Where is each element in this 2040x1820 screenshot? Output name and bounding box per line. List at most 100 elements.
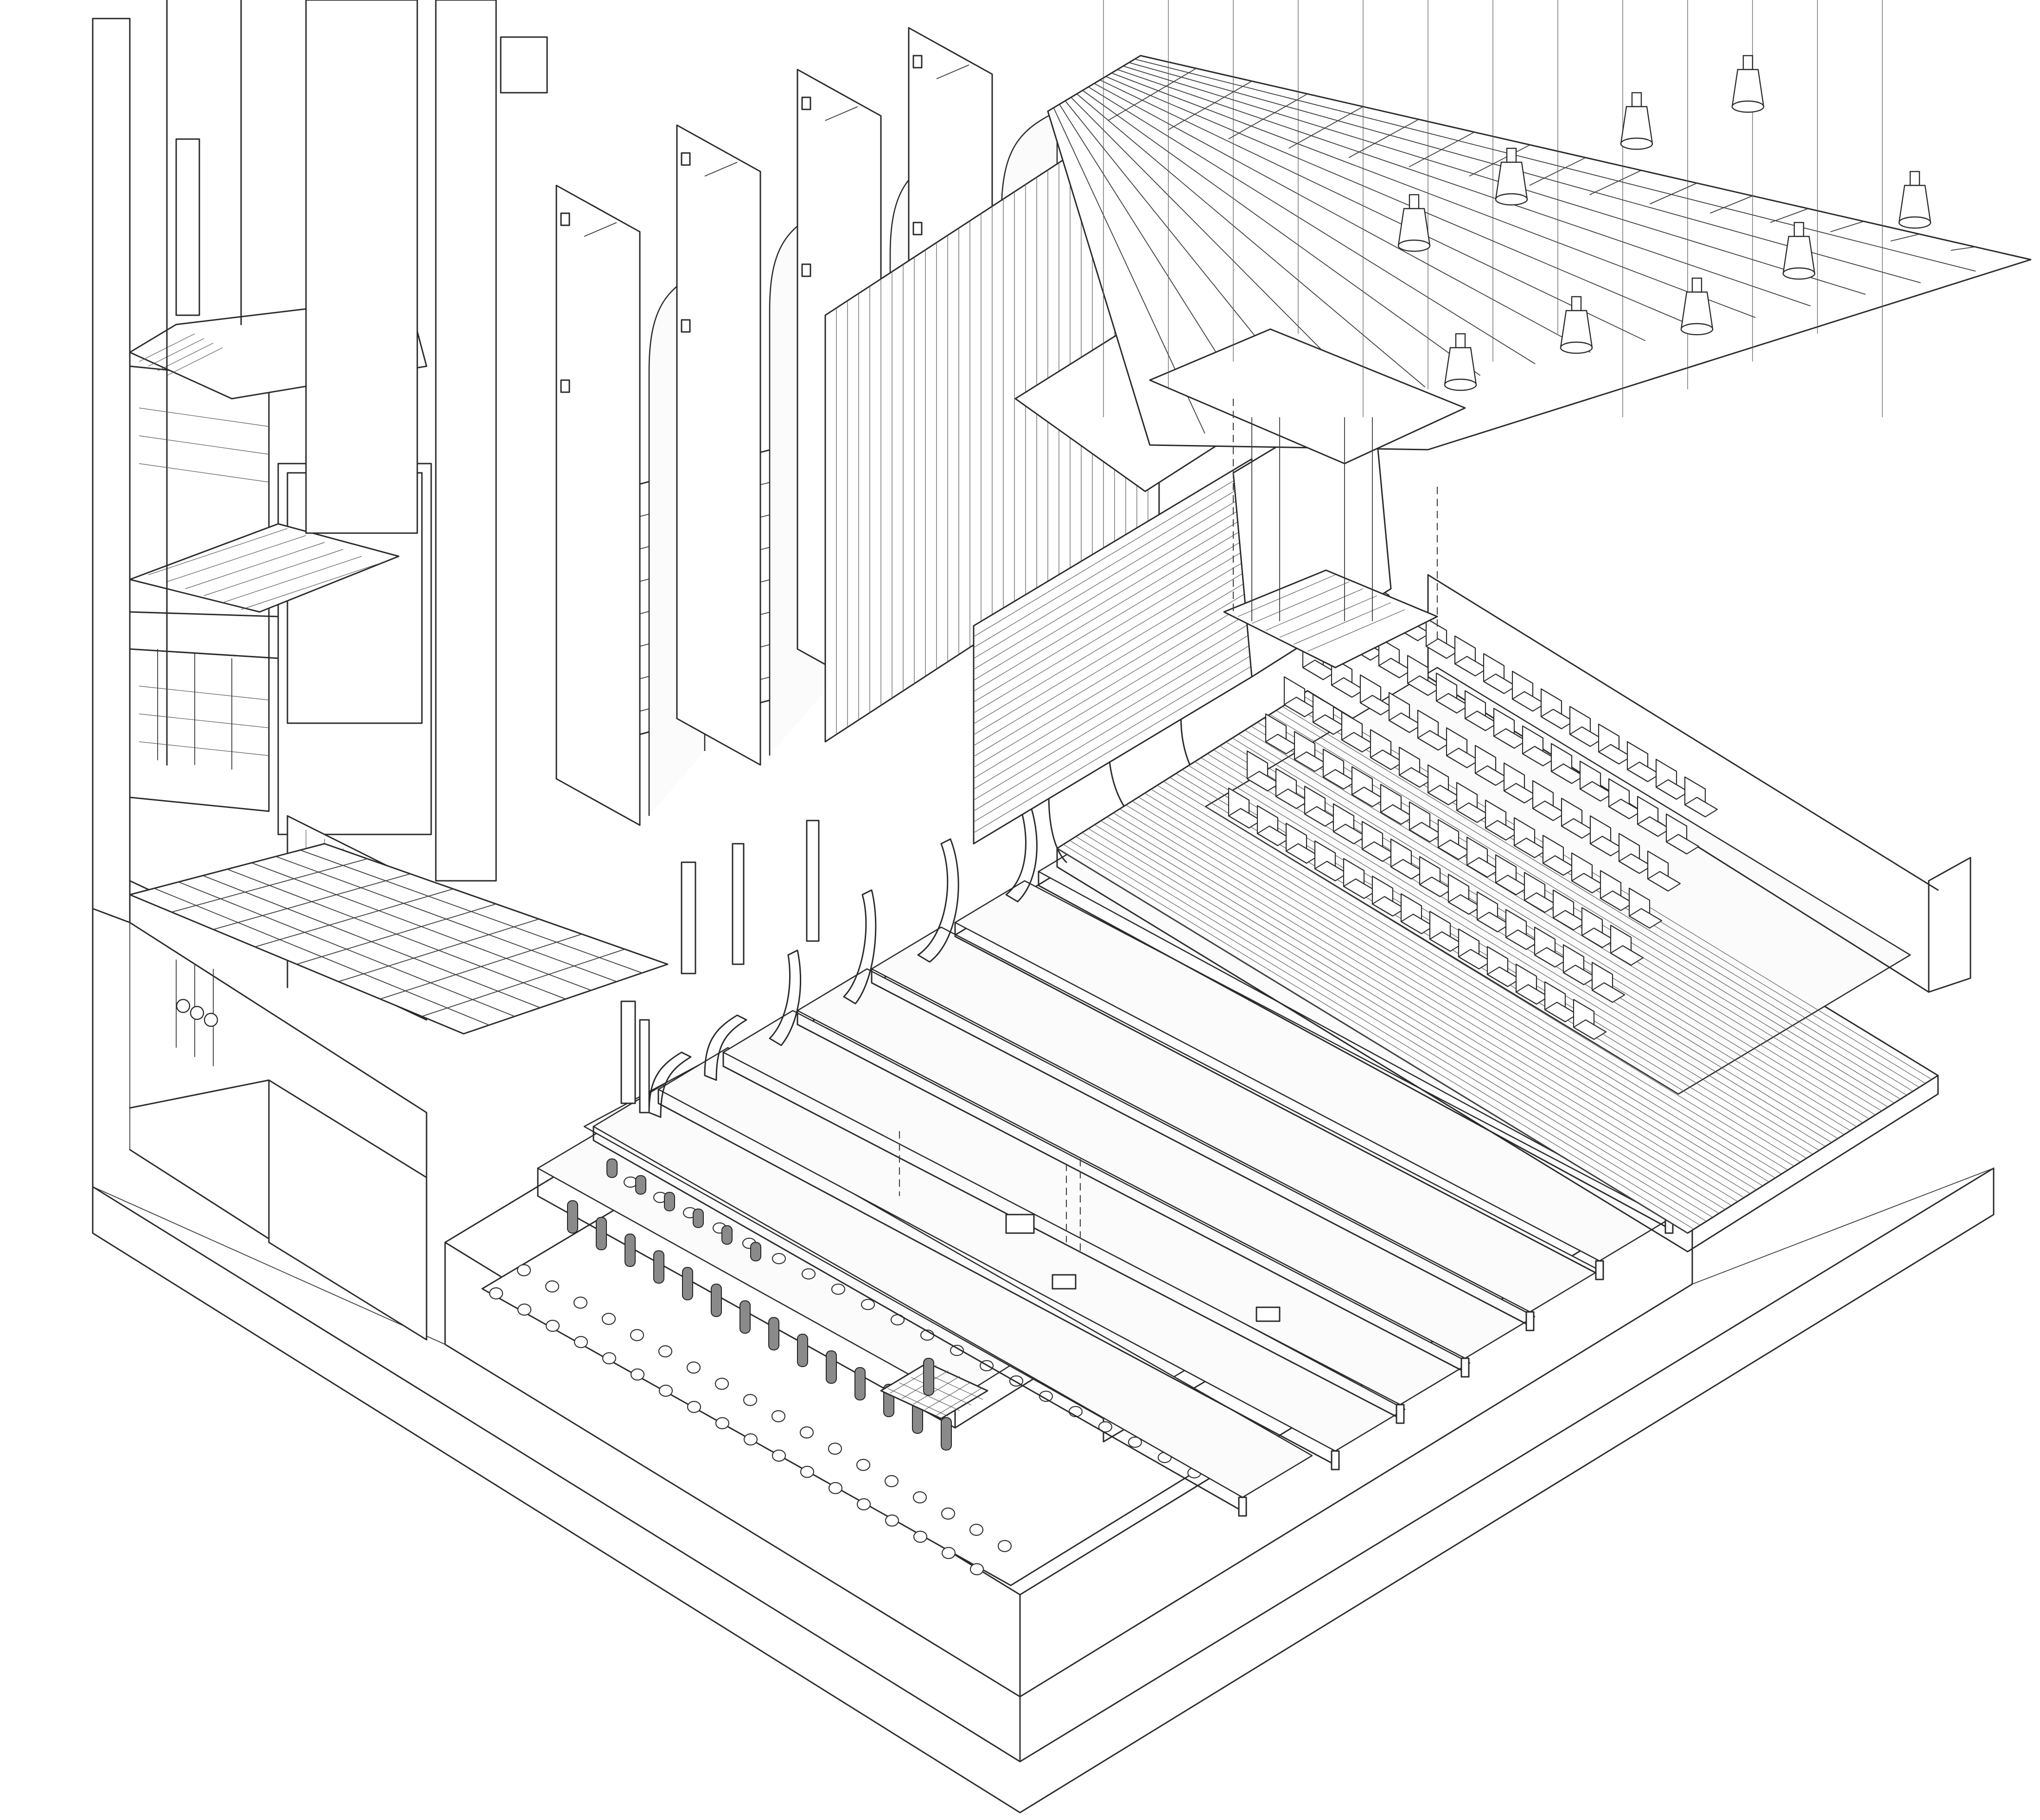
pile bbox=[596, 1217, 607, 1250]
flat-rod bbox=[584, 222, 617, 237]
platform-support bbox=[1525, 1311, 1535, 1331]
holes-front-row bbox=[489, 1264, 1012, 1576]
stage-light bbox=[1495, 193, 1528, 206]
hole bbox=[861, 1298, 875, 1311]
pile bbox=[653, 1250, 664, 1284]
flat-rod bbox=[704, 162, 738, 177]
hole bbox=[623, 1176, 638, 1188]
stage-light bbox=[1691, 277, 1702, 293]
pile bbox=[721, 1225, 733, 1245]
stage-light bbox=[1680, 323, 1714, 336]
hole bbox=[771, 1410, 786, 1423]
seat-pan bbox=[1647, 871, 1681, 892]
platform-tier bbox=[797, 968, 1536, 1359]
stage-light bbox=[1782, 267, 1816, 280]
stage-light bbox=[1444, 378, 1477, 391]
stage-light bbox=[1455, 333, 1466, 349]
hole bbox=[601, 1312, 616, 1325]
stage-light bbox=[1397, 239, 1431, 252]
rebar-mesh bbox=[880, 1358, 988, 1419]
hole bbox=[828, 1442, 842, 1455]
scenery-flat bbox=[676, 124, 761, 766]
hole bbox=[856, 1458, 871, 1471]
hole bbox=[912, 1491, 927, 1504]
left-tower bbox=[92, 0, 548, 1341]
stage-light bbox=[1571, 296, 1582, 312]
platform-support bbox=[1238, 1496, 1247, 1517]
hole bbox=[545, 1280, 560, 1293]
platform-tier bbox=[722, 1010, 1471, 1406]
pile bbox=[625, 1234, 636, 1267]
hole bbox=[573, 1296, 588, 1309]
hole bbox=[913, 1530, 928, 1543]
stage-light bbox=[1620, 137, 1653, 150]
hole bbox=[516, 1264, 531, 1277]
hole bbox=[941, 1507, 956, 1520]
dark-piles-row bbox=[567, 1158, 952, 1451]
dashed-guides bbox=[899, 399, 1438, 1252]
pile bbox=[711, 1284, 722, 1317]
hole bbox=[969, 1563, 984, 1576]
pile bbox=[567, 1200, 578, 1234]
hole bbox=[801, 1268, 816, 1280]
platform-tier bbox=[657, 1047, 1406, 1452]
seat-pan bbox=[1684, 796, 1718, 818]
stage-light bbox=[1742, 55, 1753, 70]
stage-light bbox=[1631, 92, 1642, 108]
flat-bracket bbox=[801, 96, 811, 110]
hole bbox=[771, 1449, 786, 1462]
hole bbox=[884, 1475, 899, 1488]
hole bbox=[997, 1540, 1012, 1553]
flat-bracket bbox=[801, 263, 811, 277]
stage-lights bbox=[1397, 55, 1932, 391]
hole bbox=[800, 1465, 815, 1478]
flat-rod bbox=[936, 64, 969, 79]
pile bbox=[750, 1242, 761, 1261]
pile bbox=[664, 1192, 675, 1211]
hole bbox=[1098, 1421, 1113, 1433]
ceiling-grid bbox=[1047, 55, 2032, 668]
stage-light bbox=[1506, 147, 1517, 163]
hole bbox=[630, 1368, 645, 1381]
flat-rod bbox=[825, 106, 858, 121]
platform-support bbox=[1460, 1357, 1470, 1378]
seat-pan bbox=[1665, 834, 1700, 855]
scenery-flat bbox=[555, 185, 641, 826]
stage-light bbox=[1898, 216, 1932, 229]
hole bbox=[828, 1482, 843, 1495]
hole bbox=[630, 1329, 644, 1342]
pile bbox=[797, 1334, 808, 1367]
stage-light bbox=[1793, 222, 1804, 237]
flat-bracket bbox=[912, 55, 923, 69]
pile bbox=[693, 1209, 704, 1228]
pile bbox=[941, 1417, 952, 1451]
hole bbox=[941, 1546, 956, 1559]
hole bbox=[602, 1352, 617, 1365]
stage-light bbox=[1560, 341, 1593, 354]
hole bbox=[1128, 1436, 1142, 1448]
seat-pan bbox=[1610, 945, 1644, 966]
platform-support bbox=[1595, 1260, 1604, 1280]
hole bbox=[658, 1384, 673, 1397]
seat-pan bbox=[1591, 982, 1626, 1003]
flat-bracket bbox=[681, 152, 691, 166]
hole bbox=[831, 1283, 846, 1295]
hole bbox=[799, 1426, 814, 1439]
flat-bracket bbox=[681, 319, 691, 333]
hole bbox=[686, 1361, 701, 1374]
seat-pan bbox=[1573, 1019, 1607, 1040]
seat-pan bbox=[1628, 908, 1663, 929]
hole bbox=[885, 1514, 899, 1527]
hole bbox=[574, 1336, 588, 1349]
hole bbox=[714, 1377, 729, 1390]
pile bbox=[682, 1267, 693, 1300]
pile bbox=[740, 1300, 751, 1334]
hole bbox=[715, 1417, 730, 1430]
hole bbox=[950, 1344, 964, 1356]
hole bbox=[1039, 1390, 1053, 1402]
stage-light bbox=[1909, 171, 1920, 186]
stage-light bbox=[1409, 194, 1420, 210]
platform-support bbox=[1396, 1404, 1405, 1424]
